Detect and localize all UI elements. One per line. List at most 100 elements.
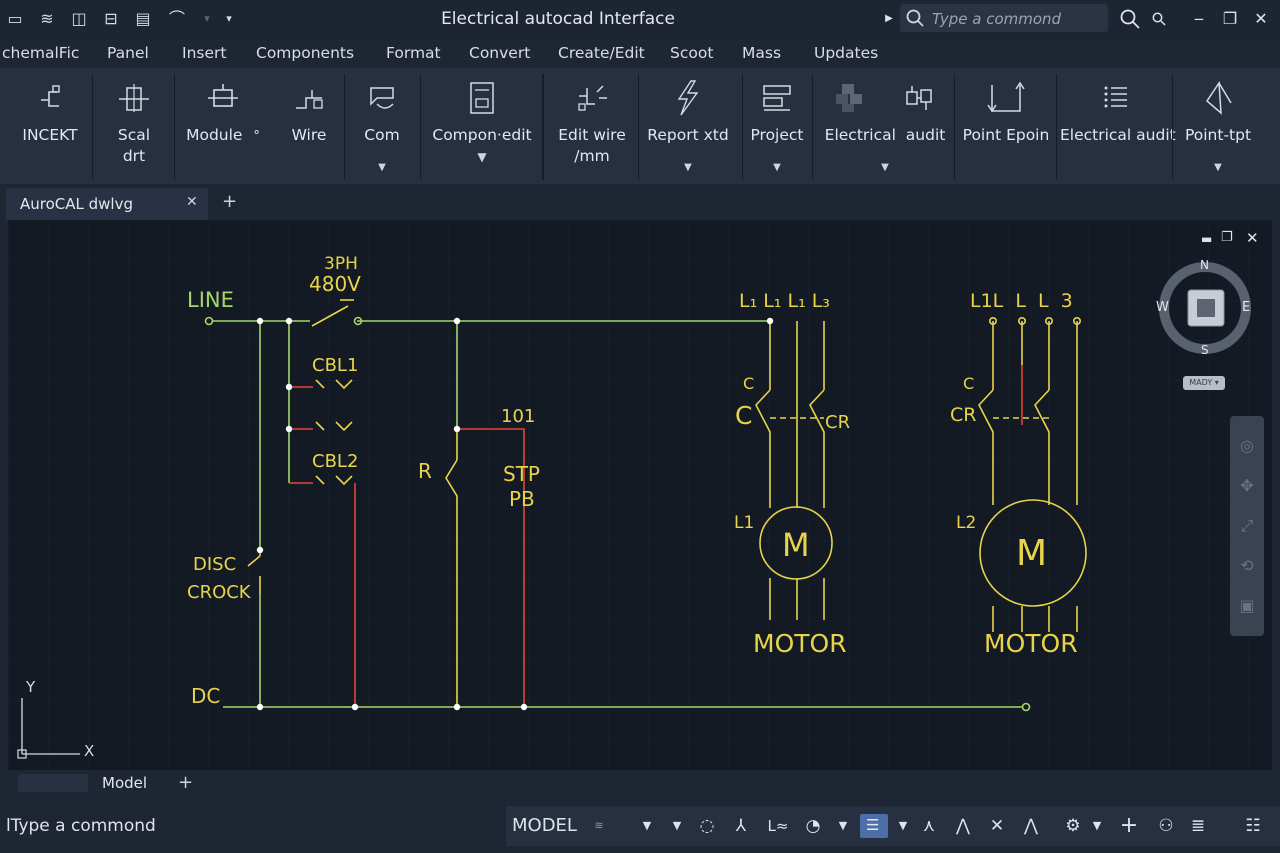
compass-ring <box>1159 262 1251 354</box>
save-icon[interactable]: ⊟ <box>104 9 118 28</box>
showmotion-icon[interactable]: ▣ <box>1239 596 1255 615</box>
chevron-right-icon[interactable]: ▶ <box>885 13 893 24</box>
menu-format[interactable]: Format <box>386 44 441 62</box>
restore-icon[interactable]: ❐ <box>1222 9 1238 28</box>
lineweight-button[interactable]: ☰ <box>860 814 888 838</box>
snap-icon[interactable]: ◌ <box>699 816 715 836</box>
point-epoin-button[interactable]: Point Epoin <box>958 68 1054 184</box>
chevron-down-icon[interactable]: ▼ <box>881 162 889 173</box>
customize-dropdown-icon[interactable]: ▾ <box>226 12 232 25</box>
menu-scoot[interactable]: Scoot <box>670 44 714 62</box>
wire-button[interactable]: Wire <box>276 68 342 184</box>
grid-icon[interactable]: ≋ <box>594 819 604 832</box>
report-button[interactable]: Report xtd ▼ <box>642 68 734 184</box>
chevron-down-icon[interactable]: ▼ <box>898 819 908 832</box>
print-icon[interactable]: ▤ <box>135 9 151 28</box>
component-edit-button[interactable]: Compon·edit ▼ <box>424 68 540 184</box>
edit-wire-button[interactable]: Edit wire/mm <box>548 68 636 184</box>
chevron-down-icon[interactable]: ▼ <box>642 819 652 832</box>
wcs-badge[interactable]: MADY ▾ <box>1183 376 1225 390</box>
chevron-down-icon[interactable]: ▼ <box>1214 162 1222 173</box>
menu-components[interactable]: Components <box>256 44 355 62</box>
document-tab[interactable]: AuroCAL dwlvg ✕ <box>6 188 208 220</box>
command-search[interactable] <box>900 4 1108 32</box>
viewport-minimize-icon[interactable]: ▬ <box>1201 232 1213 246</box>
viewport-restore-icon[interactable]: ❐ <box>1221 230 1233 245</box>
model-space-button[interactable]: MODEL <box>512 815 577 836</box>
open-icon[interactable]: ◫ <box>71 9 87 28</box>
zoom-extents-icon[interactable]: ⤢ <box>1240 516 1254 535</box>
compass-east[interactable]: E <box>1242 300 1251 315</box>
annotation-scale-icon[interactable]: ⋏ <box>922 816 936 836</box>
com-button[interactable]: Com ▼ <box>348 68 416 184</box>
chevron-down-icon[interactable]: ▼ <box>773 162 781 173</box>
orbit-icon[interactable]: ⟲ <box>1240 556 1254 575</box>
crock-label: CROCK <box>187 582 252 603</box>
command-search-input[interactable] <box>930 7 1104 31</box>
document-tab-strip: AuroCAL dwlvg ✕ + <box>0 184 1280 220</box>
redo-dropdown-icon[interactable]: ▾ <box>204 12 210 25</box>
ortho-icon[interactable]: ⅄ <box>735 816 747 836</box>
schematic-drawing[interactable]: LINE 3PH 480V CBL1 CBL2 DISC CROCK DC R … <box>8 220 1272 770</box>
drawing-canvas[interactable]: LINE 3PH 480V CBL1 CBL2 DISC CROCK DC R … <box>8 220 1272 770</box>
menu-mass[interactable]: Mass <box>742 44 782 62</box>
steering-wheel-icon[interactable]: ◎ <box>1240 436 1254 455</box>
chevron-down-icon[interactable]: ▼ <box>378 162 386 173</box>
chevron-down-icon[interactable]: ▼ <box>1092 819 1102 832</box>
point-icon <box>987 81 1025 113</box>
close-icon[interactable]: ✕ <box>1254 9 1268 28</box>
command-line[interactable] <box>0 806 500 844</box>
motor-2 <box>978 321 1087 632</box>
customization-icon[interactable]: ☷ <box>1245 816 1261 836</box>
compass-west[interactable]: W <box>1156 300 1169 315</box>
electrical-audit-group[interactable]: Electrical audit ▼ <box>816 68 954 184</box>
undo-icon[interactable]: ⌒ <box>168 9 185 28</box>
isolate-icon[interactable]: ≣ <box>1190 816 1206 836</box>
annotate-icon[interactable]: ⋀ <box>1024 816 1038 836</box>
menu-panel[interactable]: Panel <box>107 44 149 62</box>
zoom-icon[interactable] <box>1152 12 1166 26</box>
electrical-audit-button[interactable]: Electrical audit <box>1060 68 1176 184</box>
compass-south[interactable]: S <box>1201 343 1209 357</box>
wire-icon <box>296 90 323 109</box>
gear-icon[interactable]: ⚙ <box>1065 816 1081 836</box>
annotation-visibility-icon[interactable]: ⋀ <box>956 816 970 836</box>
chevron-down-icon[interactable]: ▼ <box>477 150 487 164</box>
component-edit-icon <box>470 82 494 114</box>
menu-updates[interactable]: Updates <box>814 44 879 62</box>
model-tab[interactable]: Model <box>102 774 148 792</box>
add-layout-button[interactable]: + <box>178 772 194 793</box>
search-icon[interactable] <box>1120 9 1140 29</box>
pan-icon[interactable]: ✥ <box>1240 476 1254 495</box>
command-line-input[interactable] <box>4 812 488 840</box>
module-button[interactable]: Module ° <box>178 68 268 184</box>
viewport-close-icon[interactable]: ✕ <box>1246 229 1259 247</box>
compass-north[interactable]: N <box>1200 258 1209 272</box>
close-icon[interactable]: ✕ <box>186 194 198 210</box>
menu-create-edit[interactable]: Create/Edit <box>558 44 645 62</box>
new-tab-button[interactable]: + <box>222 191 238 212</box>
chevron-down-icon[interactable]: ▼ <box>684 162 692 173</box>
motor1-l-label: L1 <box>734 513 754 533</box>
window-title: Electrical autocad Interface <box>441 9 675 29</box>
layout-tab-blurred[interactable] <box>18 774 88 792</box>
polar-icon[interactable]: L≈ <box>767 817 789 835</box>
project-button[interactable]: Project ▼ <box>746 68 808 184</box>
menu-insert[interactable]: Insert <box>182 44 227 62</box>
insert-button[interactable]: INCEKT <box>10 68 90 184</box>
layers-icon[interactable]: ≋ <box>40 9 54 28</box>
chevron-down-icon[interactable]: ▼ <box>838 819 848 832</box>
menu-schematic[interactable]: chemalFic <box>2 44 80 62</box>
viewcube[interactable]: N S W E <box>1150 256 1256 362</box>
menu-app-icon[interactable]: ▭ <box>7 9 23 28</box>
auto-scale-icon[interactable]: ✕ <box>989 816 1005 836</box>
menu-convert[interactable]: Convert <box>469 44 531 62</box>
point-tpt-button[interactable]: Point-tpt ▼ <box>1176 68 1260 184</box>
minimize-icon[interactable]: ‒ <box>1193 9 1205 28</box>
osnap-icon[interactable]: ◔ <box>805 816 821 836</box>
motor2-cr: CR <box>950 404 976 426</box>
hardware-acceleration-icon[interactable]: ⚇ <box>1158 816 1174 836</box>
chevron-down-icon[interactable]: ▼ <box>672 819 682 832</box>
plus-icon[interactable]: + <box>1119 813 1139 838</box>
